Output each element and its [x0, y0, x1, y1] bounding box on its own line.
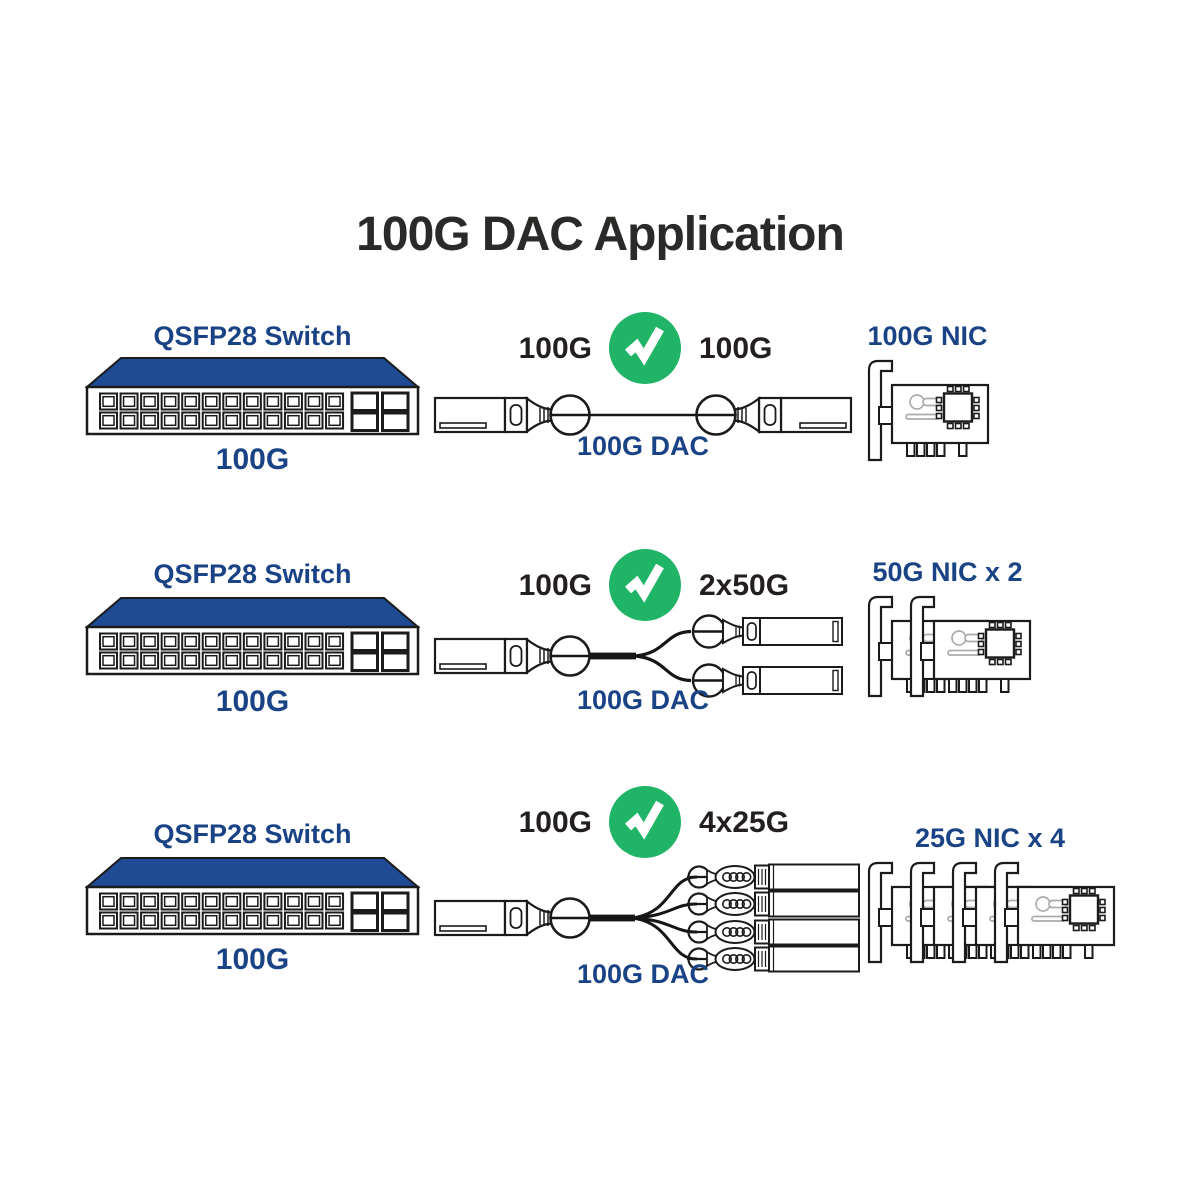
- dac-breakout2-cable-graphic: [433, 614, 844, 698]
- switch-speed-label: 100G: [215, 443, 290, 476]
- dac-cable-graphic: [433, 394, 853, 436]
- link-right-speed: 100G: [699, 332, 773, 365]
- nic-label: 100G NIC: [867, 321, 988, 351]
- dac-breakout4-cable-graphic: [433, 863, 861, 973]
- switch-title: QSFP28 Switch: [153, 321, 352, 351]
- check-icon: [607, 310, 683, 386]
- nic-label: 25G NIC x 4: [914, 823, 1066, 853]
- page-title: 100G DAC Application: [356, 208, 845, 261]
- link-left-speed: 100G: [518, 806, 592, 839]
- link-right-speed: 4x25G: [699, 806, 790, 839]
- qsfp28-switch-graphic: [85, 856, 420, 936]
- link-right-speed: 2x50G: [699, 569, 790, 602]
- link-left-speed: 100G: [518, 569, 592, 602]
- nic-label: 50G NIC x 2: [872, 557, 1023, 587]
- cable-label: 100G DAC: [576, 431, 710, 461]
- nic-card-graphic: [867, 359, 990, 462]
- nic-cards-graphic: [867, 595, 1032, 698]
- cable-label: 100G DAC: [576, 959, 710, 989]
- switch-speed-label: 100G: [215, 685, 290, 718]
- link-left-speed: 100G: [518, 332, 592, 365]
- switch-speed-label: 100G: [215, 943, 290, 976]
- nic-cards-graphic: [867, 861, 1116, 964]
- qsfp28-switch-graphic: [85, 596, 420, 676]
- switch-title: QSFP28 Switch: [153, 819, 352, 849]
- switch-title: QSFP28 Switch: [153, 559, 352, 589]
- cable-label: 100G DAC: [576, 685, 710, 715]
- qsfp28-switch-graphic: [85, 356, 420, 436]
